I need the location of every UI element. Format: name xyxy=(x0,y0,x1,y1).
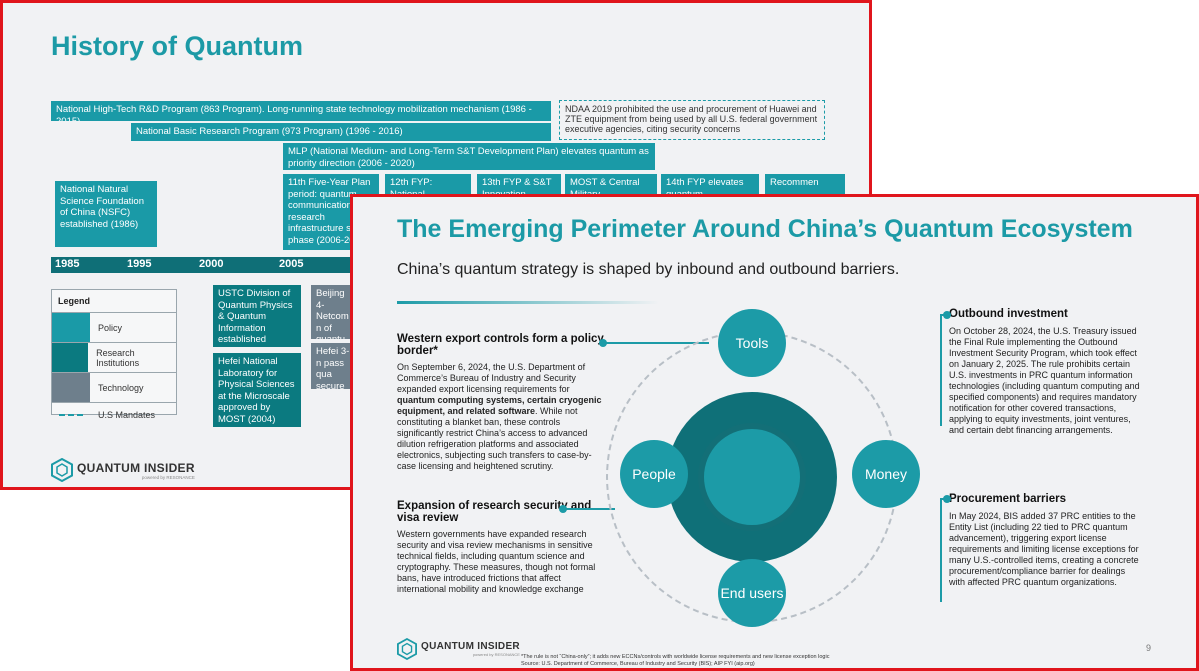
connector-outbound-v xyxy=(940,314,942,426)
quantum-insider-logo-icon xyxy=(397,638,417,660)
item-export-controls: Western export controls form a policy bo… xyxy=(397,333,609,472)
legend-label-policy: Policy xyxy=(98,322,123,333)
connector-export-controls xyxy=(603,342,709,344)
connector-dot-export-controls xyxy=(599,339,607,347)
node-end-users: End users xyxy=(718,559,786,627)
connector-dot-outbound xyxy=(943,311,951,319)
legend-technology: Technology xyxy=(52,372,176,402)
legend-policy: Policy xyxy=(52,312,176,342)
export-controls-heading: Western export controls form a policy bo… xyxy=(397,333,604,357)
institution-ustc: USTC Division of Quantum Physics & Quant… xyxy=(213,285,301,347)
legend-research: Research Institutions xyxy=(52,342,176,372)
item-research-security: Expansion of research security and visa … xyxy=(397,500,609,595)
export-controls-body-pre: On September 6, 2024, the U.S. Departmen… xyxy=(397,362,586,394)
outbound-investment-heading: Outbound investment xyxy=(949,308,1068,320)
procurement-barriers-body: In May 2024, BIS added 37 PRC entities t… xyxy=(949,511,1139,587)
slide2-subtitle: China’s quantum strategy is shaped by in… xyxy=(397,261,900,278)
legend: Legend Policy Research Institutions Tech… xyxy=(51,289,177,420)
slide2-logo: QUANTUM INSIDER powered by RESONANCE xyxy=(397,638,520,660)
slide1-logo-text: QUANTUM INSIDER xyxy=(77,460,195,475)
slide-emerging-perimeter[interactable]: The Emerging Perimeter Around China’s Qu… xyxy=(350,194,1199,671)
institution-hefei-lab: Hefei National Laboratory for Physical S… xyxy=(213,353,301,427)
ecosystem-core xyxy=(704,429,800,525)
legend-swatch-technology xyxy=(52,373,90,402)
legend-swatch-us-mandates xyxy=(52,403,90,427)
legend-swatch-research xyxy=(52,343,89,372)
export-controls-body: On September 6, 2024, the U.S. Departmen… xyxy=(397,362,609,472)
slide2-logo-sub: powered by RESONANCE xyxy=(472,652,520,657)
page-number: 9 xyxy=(1146,643,1152,653)
year-2005: 2005 xyxy=(279,258,304,270)
year-2000: 2000 xyxy=(199,258,224,270)
legend-swatch-policy xyxy=(52,313,90,342)
procurement-barriers-heading: Procurement barriers xyxy=(949,493,1066,505)
legend-label-research: Research Institutions xyxy=(96,347,140,368)
item-procurement-barriers: Procurement barriers In May 2024, BIS ad… xyxy=(949,493,1141,588)
slide2-logo-text: QUANTUM INSIDER xyxy=(421,641,520,652)
connector-dot-procurement xyxy=(943,495,951,503)
footnote-text: *The rule is not “China-only”; it adds n… xyxy=(521,654,830,660)
slide1-logo: QUANTUM INSIDER powered by RESONANCE xyxy=(51,458,195,482)
slide2-footnote: *The rule is not “China-only”; it adds n… xyxy=(521,654,1121,667)
connector-dot-research-security xyxy=(559,505,567,513)
source-text: Source: U.S. Department of Commerce, Bur… xyxy=(521,660,755,667)
node-money: Money xyxy=(852,440,920,508)
node-people: People xyxy=(620,440,688,508)
slide2-title: The Emerging Perimeter Around China’s Qu… xyxy=(397,215,1133,243)
year-1985: 1985 xyxy=(55,258,80,270)
bar-973-program: National Basic Research Program (973 Pro… xyxy=(131,123,551,141)
nsfc-box: National Natural Science Foundation of C… xyxy=(55,181,157,247)
research-security-heading: Expansion of research security and visa … xyxy=(397,500,592,524)
connector-research-security xyxy=(563,508,615,510)
connector-procurement-v xyxy=(940,498,942,602)
year-1995: 1995 xyxy=(127,258,152,270)
node-tools: Tools xyxy=(718,309,786,377)
subtitle-underline xyxy=(397,301,659,304)
legend-label-technology: Technology xyxy=(98,382,144,393)
us-mandate-ndaa-box: NDAA 2019 prohibited the use and procure… xyxy=(559,100,825,140)
research-security-body: Western governments have expanded resear… xyxy=(397,529,596,594)
outbound-investment-body: On October 28, 2024, the U.S. Treasury i… xyxy=(949,326,1140,435)
item-outbound-investment: Outbound investment On October 28, 2024,… xyxy=(949,308,1141,436)
bar-mlp: MLP (National Medium- and Long-Term S&T … xyxy=(283,143,655,170)
legend-us-mandates: U.S Mandates xyxy=(52,402,176,427)
export-controls-body-post: . While not constituting a blanket ban, … xyxy=(397,406,592,471)
quantum-insider-logo-icon xyxy=(51,458,73,482)
legend-title: Legend xyxy=(58,296,91,306)
slide1-title: History of Quantum xyxy=(51,31,304,61)
export-controls-body-bold: quantum computing systems, certain cryog… xyxy=(397,395,602,416)
slide1-logo-sub: powered by RESONANCE xyxy=(141,474,195,480)
legend-label-us-mandates: U.S Mandates xyxy=(98,410,156,420)
bar-863-program: National High-Tech R&D Program (863 Prog… xyxy=(51,101,551,121)
